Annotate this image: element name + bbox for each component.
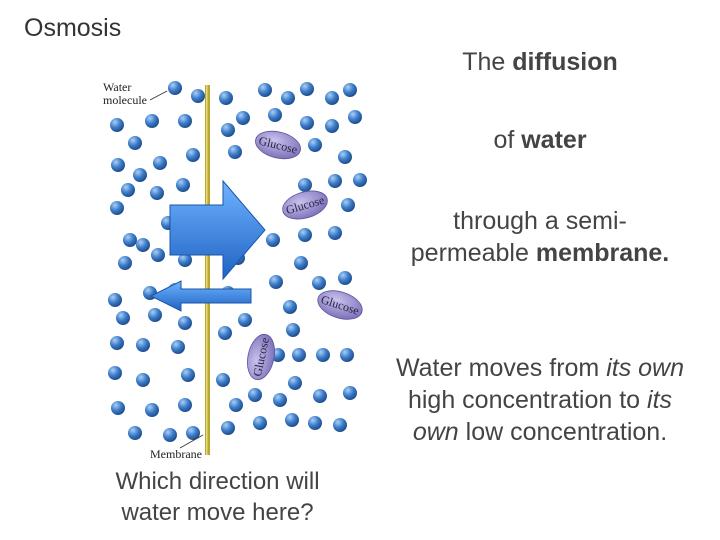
definition-line-2: of water [395, 124, 685, 156]
explanation-part: Water moves from [395, 354, 607, 382]
explanation-italic: its own [412, 386, 673, 446]
definition-line-3: through a semi-permeable membrane. [395, 205, 685, 269]
definition-text: of [493, 126, 522, 154]
slide-title: Osmosis [24, 14, 122, 42]
water-molecule-label-line2: molecule [103, 93, 147, 107]
membrane [205, 85, 210, 455]
definition-keyword-water: water [521, 126, 587, 154]
definition-keyword-diffusion: diffusion [512, 48, 618, 76]
membrane-label-pointer [179, 434, 204, 449]
definition-text: through a semi-permeable [410, 207, 627, 267]
glucose-molecule-3: Glucose [317, 290, 363, 320]
definition-text: The [462, 48, 513, 76]
glucose-molecule-2: Glucose [282, 190, 328, 220]
small-left-arrow [149, 280, 252, 312]
explanation-part: high concentration to [407, 386, 648, 414]
explanation-text: Water moves from its own high concentrat… [395, 352, 685, 448]
membrane-label: Membrane [150, 447, 202, 461]
definition-keyword-membrane: membrane. [535, 239, 670, 267]
osmosis-diagram: Glucose Glucose Glucose Glucose Water mo… [103, 80, 367, 461]
water-label-pointer [149, 90, 168, 101]
definition-line-1: The diffusion [395, 46, 685, 78]
water-molecules [108, 81, 367, 442]
explanation-italic: its own [606, 354, 685, 382]
large-right-arrow [169, 179, 266, 281]
explanation-part: low concentration. [458, 418, 668, 446]
water-molecule-label-line1: Water [103, 80, 131, 94]
question-text: Which direction will water move here? [115, 468, 320, 526]
glucose-molecule-4: Glucose [247, 333, 275, 381]
glucose-molecule-1: Glucose [255, 130, 301, 160]
